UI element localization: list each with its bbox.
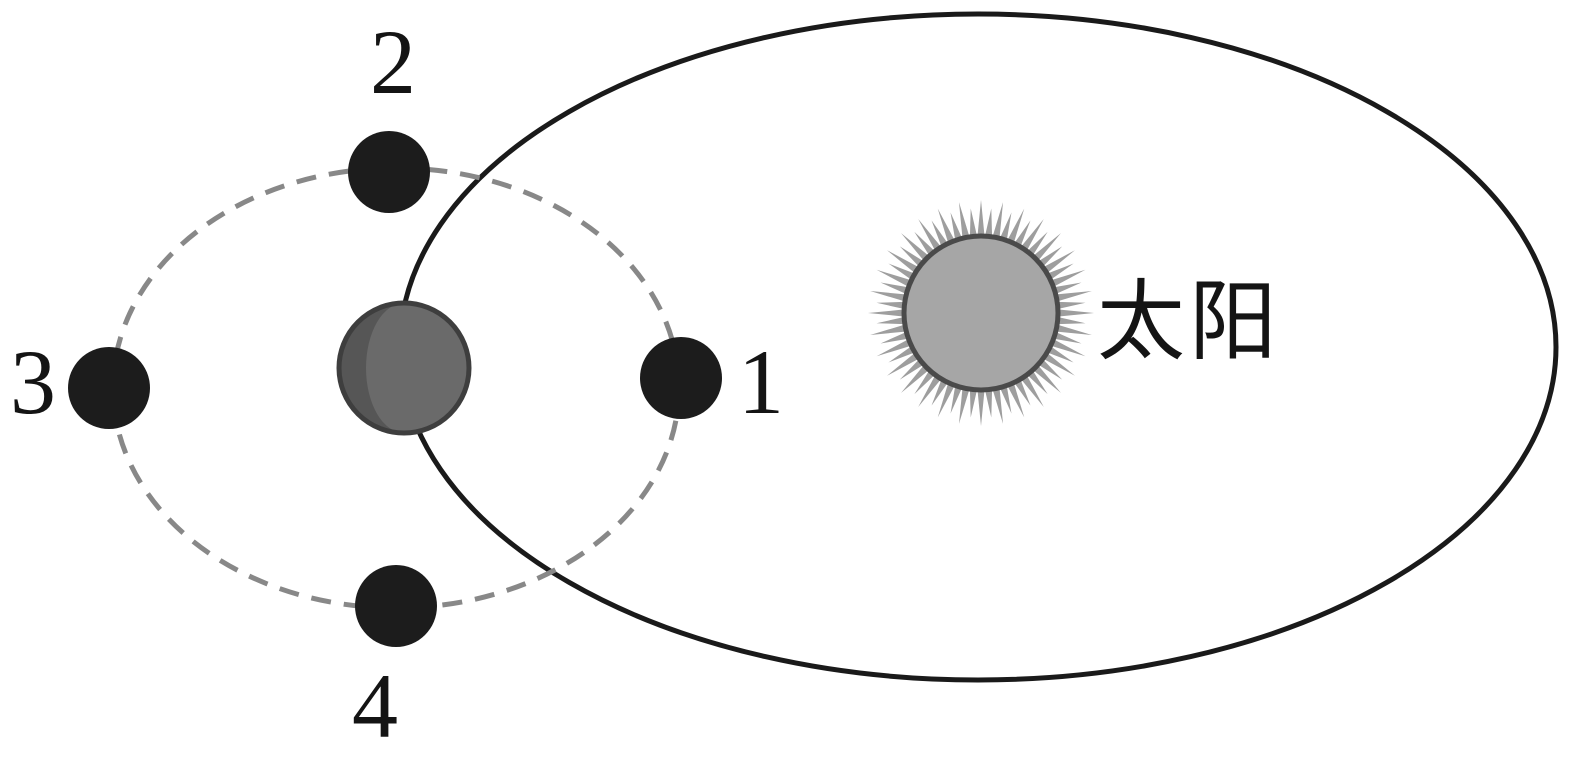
sun-ray bbox=[876, 269, 911, 287]
sun-ray bbox=[888, 346, 914, 363]
sun-ray bbox=[870, 324, 906, 336]
sun-ray bbox=[918, 219, 941, 251]
sun-ray bbox=[977, 200, 985, 236]
sun-ray bbox=[914, 371, 935, 395]
sun-ray bbox=[958, 388, 970, 424]
sun-ray bbox=[870, 290, 906, 302]
moon-position-label-3: 3 bbox=[10, 331, 56, 433]
sun-ray bbox=[1027, 231, 1048, 255]
sun-ray bbox=[1007, 383, 1025, 418]
sun-ray bbox=[958, 202, 970, 238]
sun-ray bbox=[950, 386, 962, 414]
earth-shadow bbox=[339, 303, 404, 433]
sun-ray bbox=[1039, 246, 1063, 267]
sun-ray bbox=[914, 231, 935, 255]
moon-position-label-2: 2 bbox=[370, 11, 416, 113]
sun-ray bbox=[1007, 208, 1025, 243]
sun-ray bbox=[899, 359, 923, 380]
sun-ray bbox=[876, 301, 904, 309]
sun-ray bbox=[1054, 282, 1082, 294]
sun-ray bbox=[1027, 371, 1048, 395]
moon-position-4 bbox=[355, 565, 437, 647]
sun-ray bbox=[887, 250, 919, 273]
sun-ray bbox=[1054, 332, 1082, 344]
sun-ray bbox=[1056, 324, 1092, 336]
moon-position-1 bbox=[640, 337, 722, 419]
sun-ray bbox=[1043, 250, 1075, 273]
sun-ray bbox=[985, 208, 993, 236]
moon-position-2 bbox=[348, 131, 430, 213]
sun-ray bbox=[876, 317, 904, 325]
sun-ray bbox=[977, 390, 985, 426]
sun-ray bbox=[950, 212, 962, 240]
sun-ray bbox=[1000, 212, 1012, 240]
sun-ray bbox=[880, 282, 908, 294]
sun-ray bbox=[1048, 263, 1074, 280]
sun-ray bbox=[1039, 359, 1063, 380]
sun-ray bbox=[901, 233, 929, 261]
sun-ray bbox=[937, 383, 955, 418]
sun-ray bbox=[1033, 233, 1061, 261]
sun-ray bbox=[1014, 380, 1031, 406]
sun-ray bbox=[899, 246, 923, 267]
sun-ray bbox=[888, 263, 914, 280]
sun bbox=[901, 233, 1061, 393]
sun-ray bbox=[1000, 386, 1012, 414]
sun-ray bbox=[992, 388, 1004, 424]
sun-ray bbox=[1021, 375, 1044, 407]
sun-ray bbox=[1056, 290, 1092, 302]
sun-ray bbox=[918, 375, 941, 407]
sun-ray bbox=[992, 202, 1004, 238]
sun-ray bbox=[985, 390, 993, 418]
sun-ray bbox=[969, 390, 977, 418]
sun-ray bbox=[1058, 309, 1094, 317]
moon-position-3 bbox=[68, 347, 150, 429]
sun-ray bbox=[1051, 269, 1086, 287]
sun-ray bbox=[901, 365, 929, 393]
sun-label: 太阳 bbox=[1097, 270, 1282, 373]
sun-rays bbox=[868, 200, 1094, 426]
moon-position-label-1: 1 bbox=[738, 331, 784, 433]
sun-ray bbox=[1021, 219, 1044, 251]
sun-ray bbox=[868, 309, 904, 317]
moon-position-label-4: 4 bbox=[352, 655, 398, 757]
sun-ray bbox=[1043, 353, 1075, 376]
sun-ray bbox=[931, 220, 948, 246]
sun-ray bbox=[876, 339, 911, 357]
sun-ray bbox=[1051, 339, 1086, 357]
sun-ray bbox=[1058, 317, 1086, 325]
sun-ray bbox=[937, 208, 955, 243]
sun-ray bbox=[1048, 346, 1074, 363]
sun-ray bbox=[1014, 220, 1031, 246]
sun-ray bbox=[887, 353, 919, 376]
sun-ray bbox=[931, 380, 948, 406]
sun-ray bbox=[969, 208, 977, 236]
sun-ray bbox=[880, 332, 908, 344]
sun-ray bbox=[1033, 365, 1061, 393]
earth bbox=[336, 300, 472, 436]
sun-ray bbox=[1058, 301, 1086, 309]
